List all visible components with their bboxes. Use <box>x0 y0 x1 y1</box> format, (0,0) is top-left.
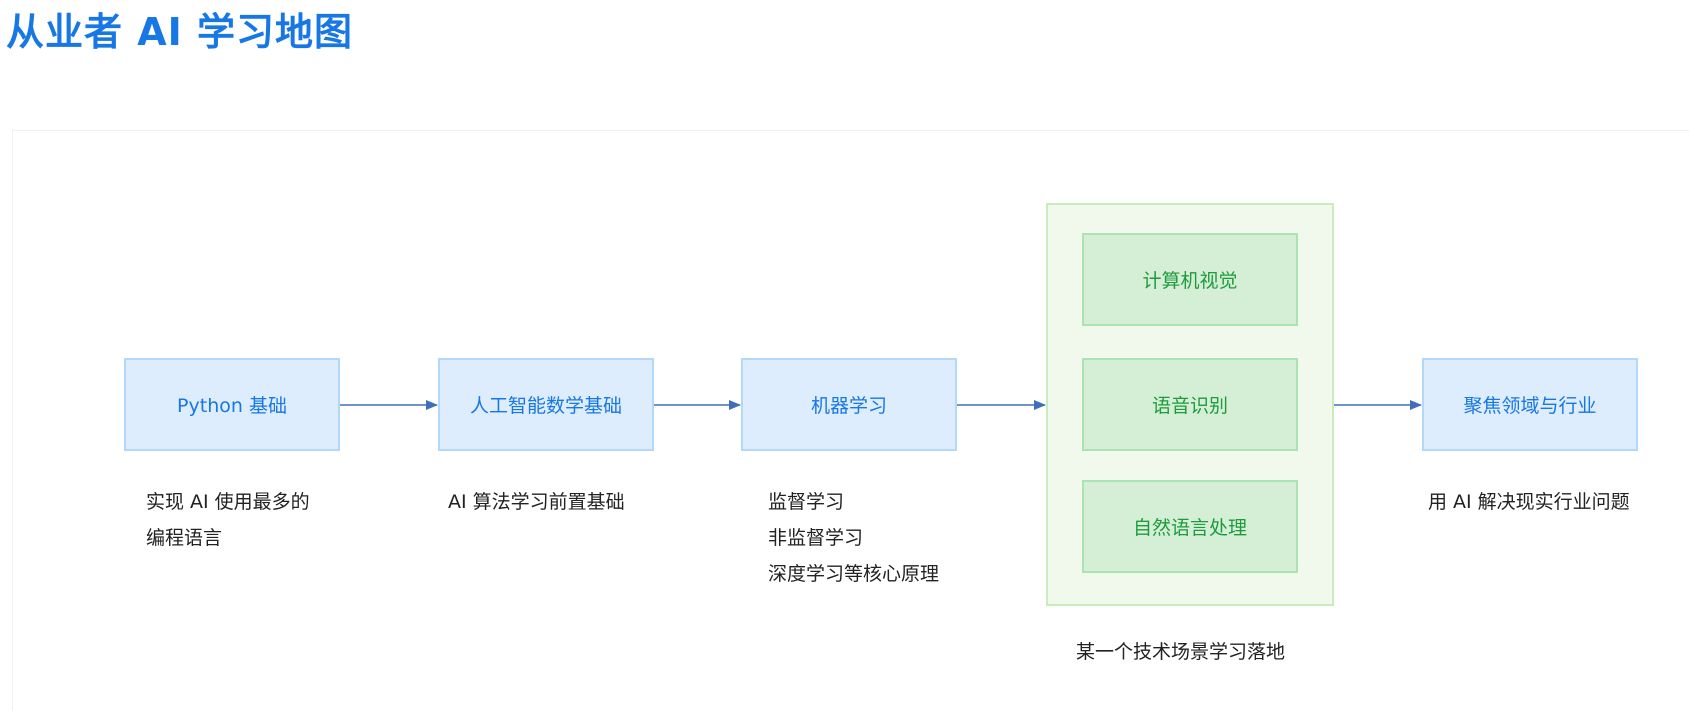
node-ai-math-basics-label: 人工智能数学基础 <box>469 395 622 417</box>
desc-ml-line-3: 深度学习等核心原理 <box>768 563 940 585</box>
node-ai-math-basics[interactable]: 人工智能数学基础 <box>438 358 654 451</box>
node-speech-recognition-label: 语音识别 <box>1151 395 1228 417</box>
node-domain-industry-label: 聚焦领域与行业 <box>1463 395 1597 417</box>
desc-domain-industry: 用 AI 解决现实行业问题 <box>1428 484 1630 520</box>
desc-machine-learning: 监督学习 非监督学习 深度学习等核心原理 <box>768 484 939 592</box>
node-domain-industry[interactable]: 聚焦领域与行业 <box>1422 358 1638 451</box>
desc-python-basics: 实现 AI 使用最多的 编程语言 <box>146 484 310 556</box>
node-nlp-label: 自然语言处理 <box>1132 517 1247 539</box>
node-python-basics-label: Python 基础 <box>177 395 287 417</box>
node-nlp[interactable]: 自然语言处理 <box>1082 480 1298 573</box>
desc-python-line-2: 编程语言 <box>146 527 223 549</box>
desc-math-line-1: AI 算法学习前置基础 <box>448 491 625 513</box>
page-title: 从业者 AI 学习地图 <box>6 10 354 54</box>
desc-ml-line-2: 非监督学习 <box>768 527 864 549</box>
desc-ml-line-1: 监督学习 <box>768 491 845 513</box>
node-speech-recognition[interactable]: 语音识别 <box>1082 358 1298 451</box>
node-computer-vision[interactable]: 计算机视觉 <box>1082 233 1298 326</box>
desc-tech-scenario: 某一个技术场景学习落地 <box>1076 634 1285 670</box>
node-machine-learning-label: 机器学习 <box>810 395 887 417</box>
node-python-basics[interactable]: Python 基础 <box>124 358 340 451</box>
node-computer-vision-label: 计算机视觉 <box>1142 270 1238 292</box>
desc-ai-math-basics: AI 算法学习前置基础 <box>448 484 625 520</box>
desc-domain-line-1: 用 AI 解决现实行业问题 <box>1428 491 1630 513</box>
node-machine-learning[interactable]: 机器学习 <box>741 358 957 451</box>
desc-python-line-1: 实现 AI 使用最多的 <box>146 491 310 513</box>
desc-scenario-line-1: 某一个技术场景学习落地 <box>1076 641 1286 663</box>
